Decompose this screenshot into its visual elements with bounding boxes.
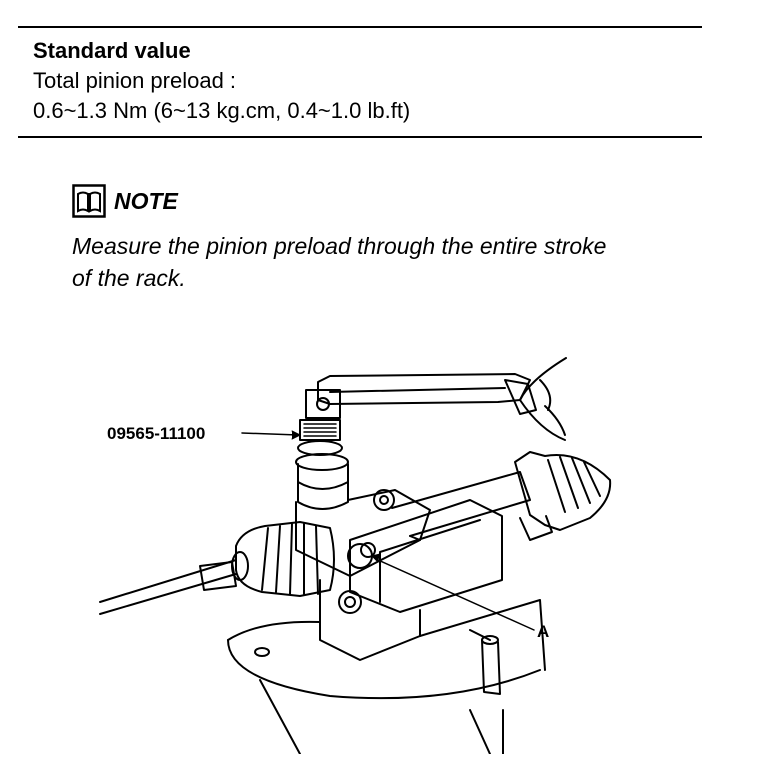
standard-value-line-1: Total pinion preload : [33, 68, 237, 93]
rack-and-pinion-drawing [99, 357, 612, 755]
standard-value-line-2: 0.6~1.3 Nm (6~13 kg.cm, 0.4~1.0 lb.ft) [33, 98, 411, 123]
note-block: NOTE Measure the pinion preload through … [72, 184, 712, 294]
note-text-line-2: of the rack. [72, 265, 186, 291]
note-text-line-1: Measure the pinion preload through the e… [72, 233, 607, 259]
point-a-callout: A [537, 622, 550, 641]
rack-preload-illustration: 09565-11100 A [0, 340, 768, 755]
spec-bottom-rule [18, 136, 702, 138]
note-header: NOTE [72, 184, 712, 218]
tool-number-callout: 09565-11100 [107, 424, 206, 443]
note-label: NOTE [114, 187, 178, 214]
book-icon [72, 184, 106, 218]
standard-value-heading: Standard value [33, 38, 191, 63]
standard-value-block: Standard value Total pinion preload : 0.… [33, 36, 410, 126]
spec-top-rule [18, 26, 702, 28]
note-text: Measure the pinion preload through the e… [72, 230, 712, 294]
